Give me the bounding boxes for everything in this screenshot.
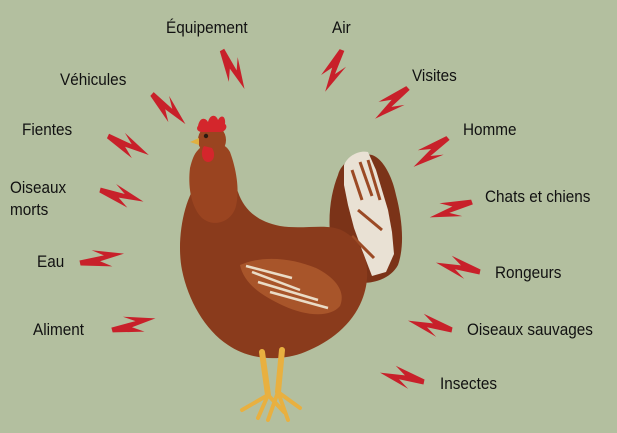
label-oiseaux-sauvages: Oiseaux sauvages [467,320,593,340]
arrow-equipement-icon [213,45,253,94]
arrow-aliment-icon [109,309,158,340]
arrow-insectes-icon [378,363,426,392]
label-air: Air [332,18,351,38]
label-equipement: Équipement [166,18,248,38]
label-chats-chiens: Chats et chiens [485,187,590,207]
hen-illustration [180,116,402,420]
arrow-homme-icon [407,130,454,174]
label-visites: Visites [412,66,457,86]
label-homme: Homme [463,120,517,140]
arrow-fientes-icon [104,127,153,164]
arrow-oiseaux-sauvages-icon [406,311,454,340]
arrow-visites-icon [368,81,415,126]
hen-eye [204,134,208,138]
hen-legs [242,350,300,420]
arrow-air-icon [316,46,351,95]
hen-comb [197,116,226,132]
label-insectes: Insectes [440,374,497,394]
arrow-chats-chiens-icon [426,193,475,227]
label-fientes: Fientes [22,120,72,140]
label-aliment: Aliment [33,320,84,340]
label-oiseaux-morts-line2: morts [10,200,48,220]
label-eau: Eau [37,252,64,272]
arrow-rongeurs-icon [434,253,482,282]
label-rongeurs: Rongeurs [495,263,561,283]
arrow-eau-icon [78,244,126,273]
hen-beak [190,138,199,145]
arrow-oiseaux-morts-icon [97,180,146,211]
label-vehicules: Véhicules [60,70,126,90]
arrow-vehicules-icon [145,87,192,132]
label-oiseaux-morts-line1: Oiseaux [10,178,66,198]
